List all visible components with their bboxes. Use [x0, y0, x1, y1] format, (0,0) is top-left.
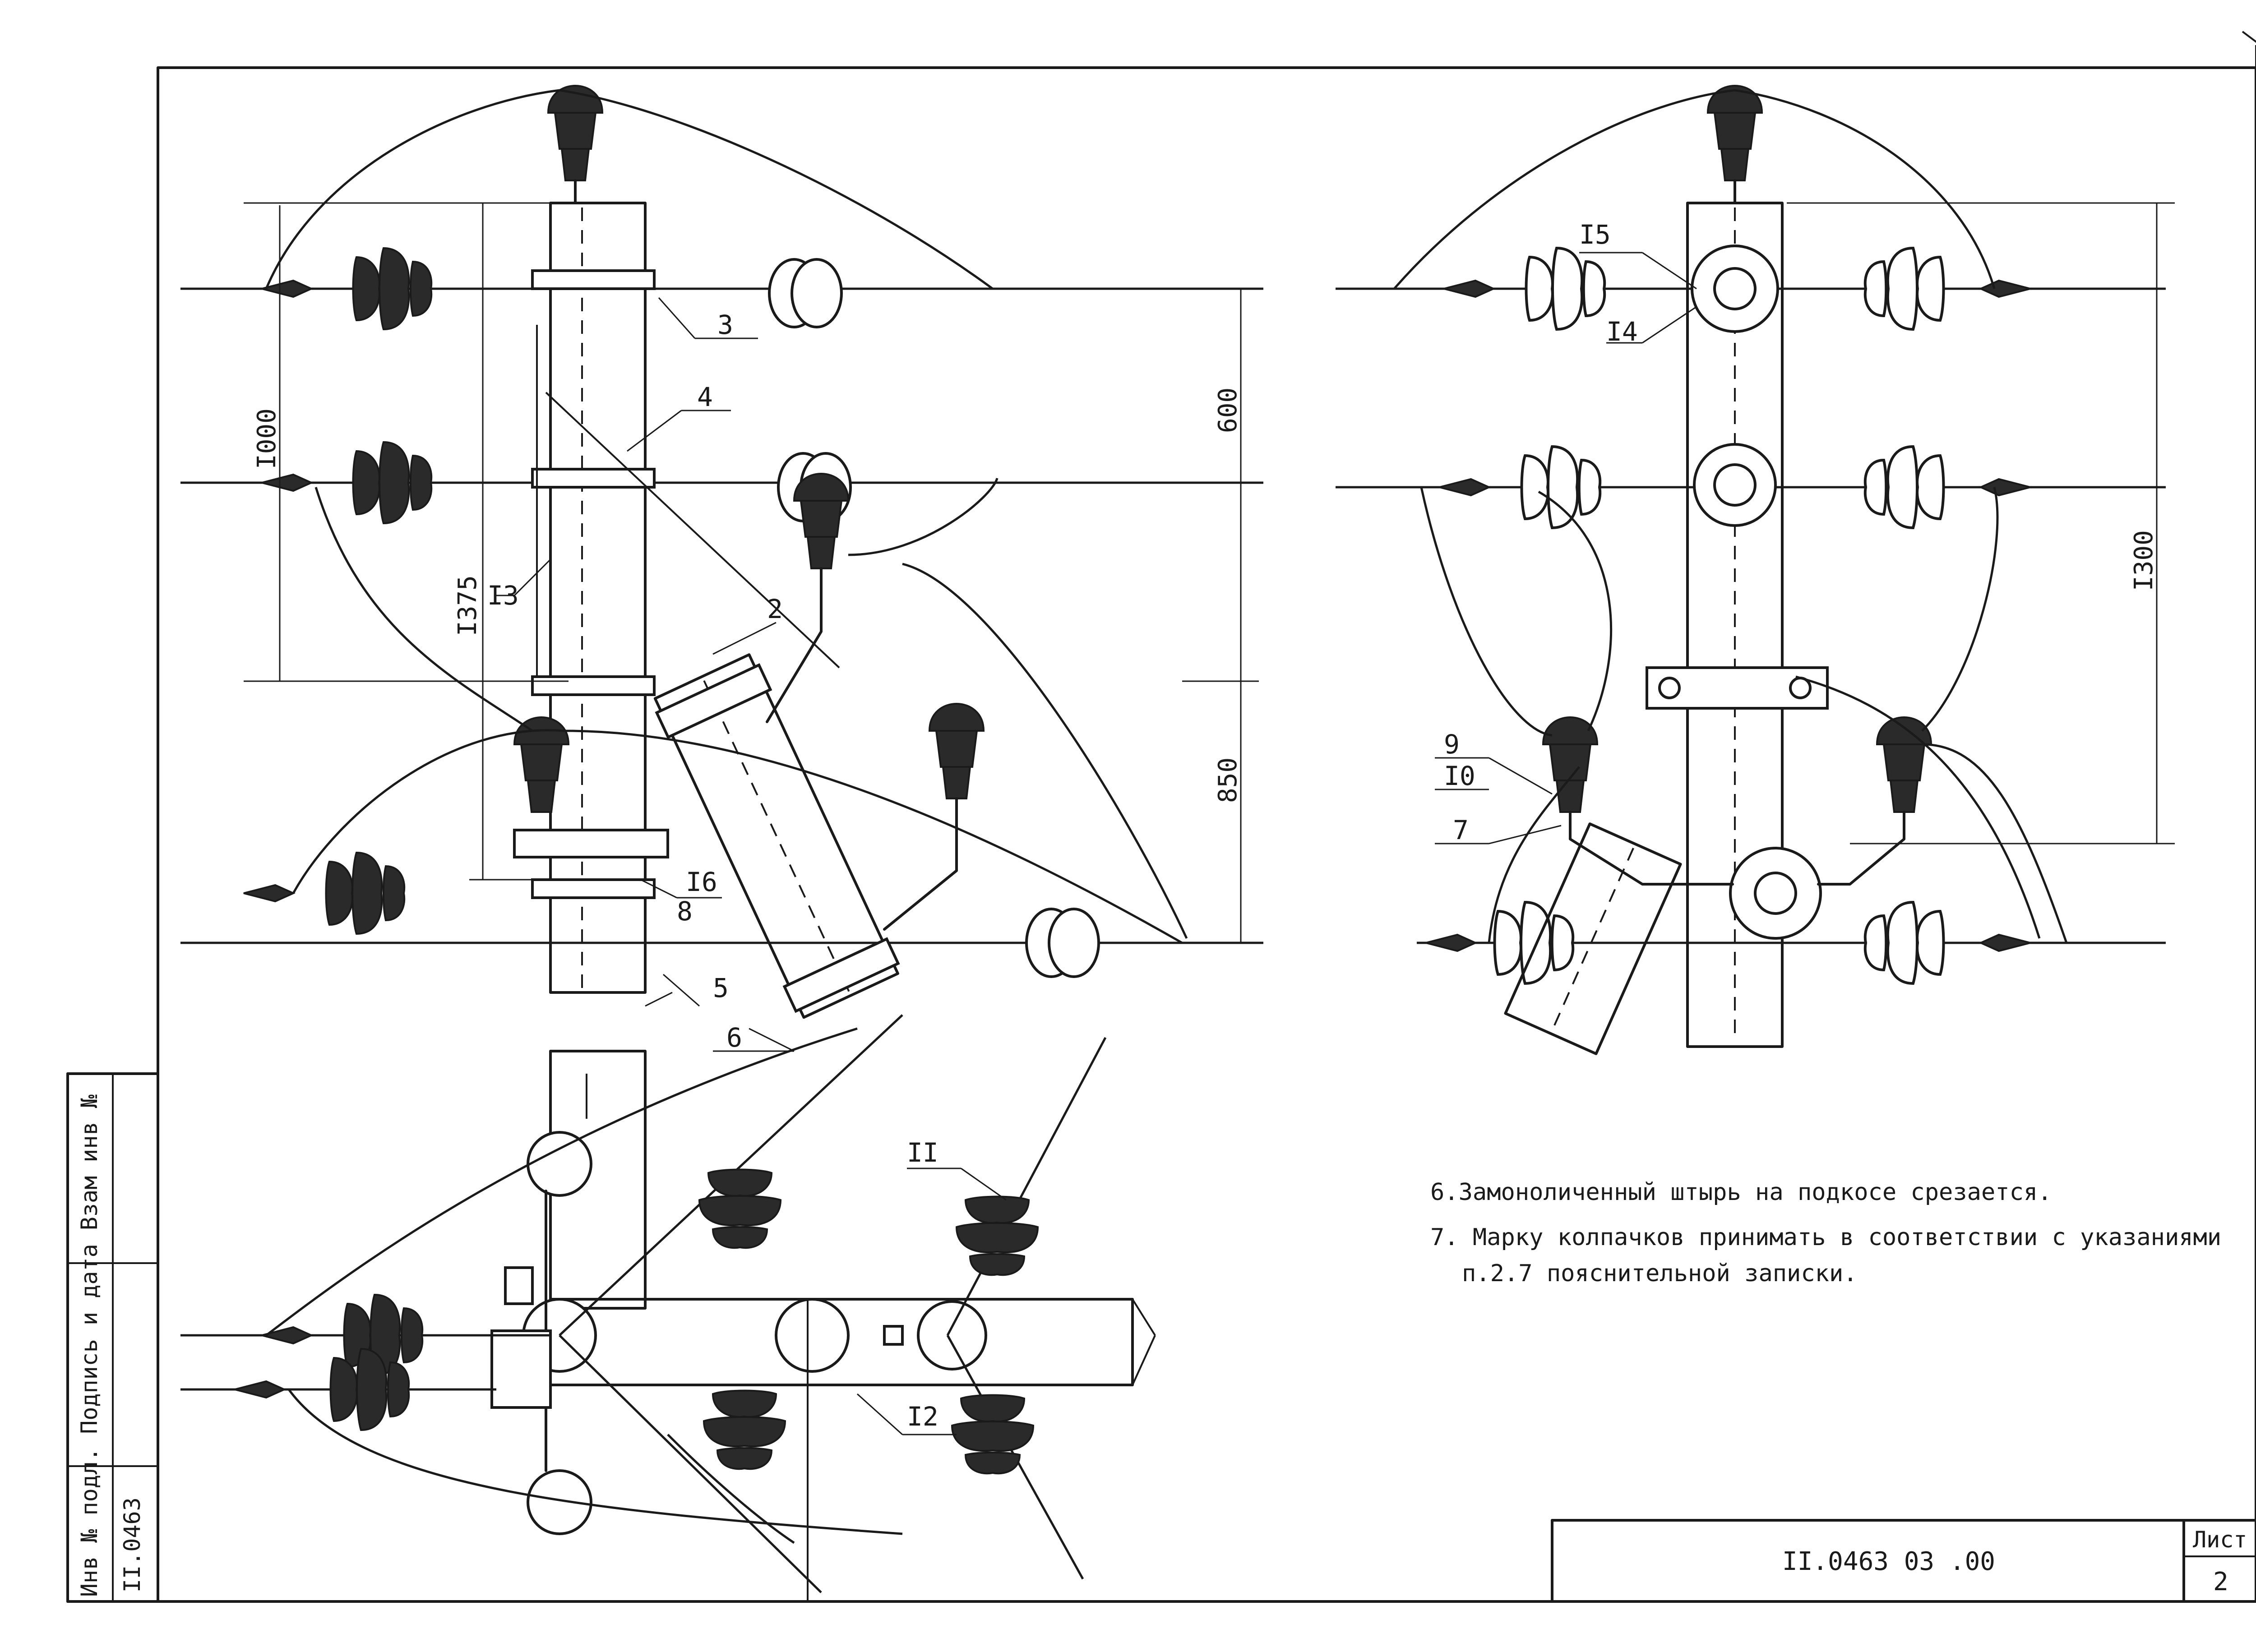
label-4: 4 — [697, 382, 713, 412]
label-16: I6 — [686, 867, 717, 897]
doc-code: II.0463 03 .00 — [1782, 1547, 1995, 1576]
label-6: 6 — [726, 1022, 742, 1053]
dim-1000: I000 — [252, 408, 282, 469]
dim-1375: I375 — [453, 575, 482, 636]
side-stamp-inv-number: II.0463 — [119, 1497, 145, 1592]
note-7-line-1: 7. Марку колпачков принимать в соответст… — [1430, 1224, 2221, 1251]
label-13: I3 — [487, 580, 519, 611]
front-view: 3 4 2 I3 I6 8 5 6 I000 I375 600 850 — [180, 85, 1263, 1053]
label-2: 2 — [767, 594, 783, 624]
label-7: 7 — [1453, 815, 1469, 845]
drawing-frame — [157, 66, 2256, 1603]
label-11: II — [907, 1137, 938, 1168]
sheet-label: Лист — [2193, 1527, 2247, 1553]
label-3: 3 — [717, 309, 733, 340]
label-10: I0 — [1444, 761, 1475, 791]
label-8: 8 — [677, 896, 693, 927]
dim-1300: I300 — [2129, 530, 2159, 591]
notes: 6.Замоноличенный штырь на подкосе срезае… — [1430, 1179, 2221, 1287]
label-9: 9 — [1444, 729, 1460, 760]
dim-600: 600 — [1213, 388, 1243, 433]
sheet-number: 2 — [2213, 1567, 2228, 1597]
title-block: II.0463 03 .00 Лист 2 — [1551, 1519, 2256, 1603]
side-view: I300 I5 I4 9 I0 7 — [1336, 85, 2175, 1055]
label-14: I4 — [1606, 316, 1638, 347]
label-15: I5 — [1579, 219, 1611, 250]
note-6: 6.Замоноличенный штырь на подкосе срезае… — [1430, 1179, 2052, 1206]
pole-front — [549, 202, 647, 994]
plan-view: II I2 — [180, 1014, 1156, 1601]
side-stamp-headers: Инв № подл. Подпись и дата Взам инв № — [76, 1094, 102, 1597]
note-7-line-2: п.2.7 пояснительной записки. — [1462, 1260, 1858, 1287]
dim-850: 850 — [1213, 757, 1243, 803]
label-5: 5 — [713, 973, 729, 1003]
label-12: I2 — [907, 1401, 938, 1432]
side-stamp: Инв № подл. Подпись и дата Взам инв № II… — [66, 1072, 159, 1603]
